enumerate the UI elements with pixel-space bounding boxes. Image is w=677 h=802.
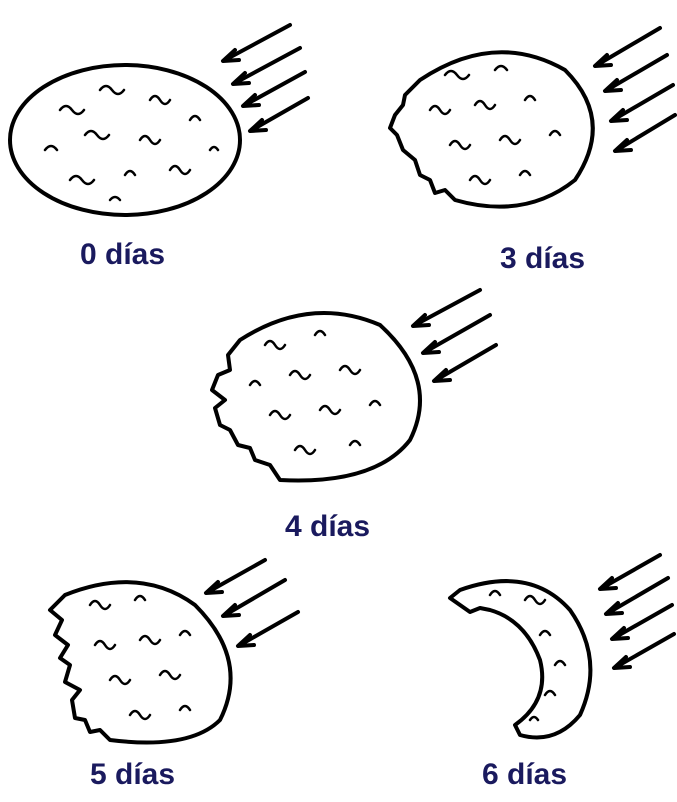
stage-3-arrows (595, 28, 675, 151)
stage-3-drawing (375, 0, 675, 240)
stage-6-drawing (420, 550, 677, 790)
stage-6-panel: 6 días (420, 550, 677, 790)
stage-4-label: 4 días (285, 510, 370, 544)
stage-6-label: 6 días (482, 758, 567, 792)
stage-6-texture (490, 591, 565, 720)
stage-6-sphere (450, 581, 590, 737)
arrow-icon (612, 605, 672, 639)
stage-5-drawing (20, 550, 320, 790)
stage-0-sphere (10, 65, 240, 215)
arrow-icon (606, 578, 668, 614)
arrow-icon (413, 290, 480, 326)
arrow-icon (605, 55, 667, 91)
stage-3-sphere (390, 52, 593, 206)
arrow-icon (423, 315, 490, 353)
stage-3-texture (430, 66, 560, 184)
arrow-icon (206, 560, 265, 593)
stage-0-label: 0 días (80, 238, 165, 272)
stage-5-texture (90, 596, 190, 719)
stage-4-panel: 4 días (200, 280, 500, 520)
arrow-icon (434, 345, 496, 381)
arrow-icon (243, 72, 305, 106)
stage-3-label: 3 días (500, 242, 585, 276)
arrow-icon (238, 612, 298, 646)
stage-5-label: 5 días (90, 758, 175, 792)
stage-0-texture (45, 86, 218, 200)
arrow-icon (250, 98, 308, 131)
stage-4-sphere (212, 313, 420, 481)
arrow-icon (600, 555, 660, 589)
arrow-icon (595, 28, 660, 66)
arrow-icon (223, 580, 285, 616)
stage-0-arrows (223, 25, 308, 131)
stage-4-drawing (200, 280, 500, 520)
arrow-icon (223, 25, 290, 61)
stage-0-panel: 0 días (0, 0, 300, 240)
stage-4-arrows (413, 290, 496, 381)
stage-5-arrows (206, 560, 298, 646)
stage-0-drawing (0, 0, 300, 240)
stage-4-texture (250, 331, 380, 454)
stage-6-arrows (600, 555, 674, 668)
stage-5-sphere (50, 582, 231, 742)
stage-5-panel: 5 días (20, 550, 320, 790)
stage-3-panel: 3 días (375, 0, 675, 240)
